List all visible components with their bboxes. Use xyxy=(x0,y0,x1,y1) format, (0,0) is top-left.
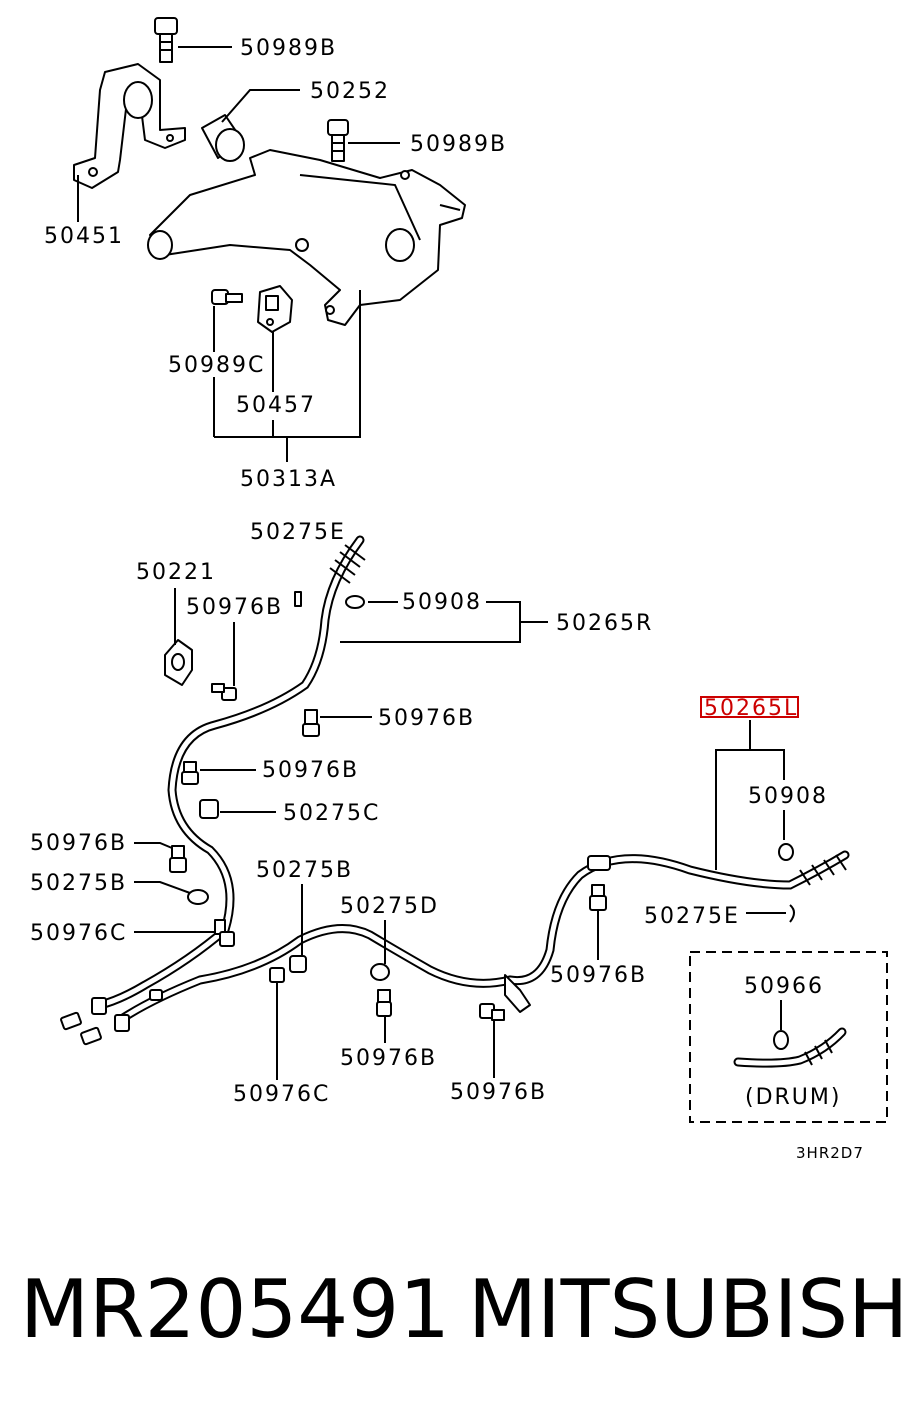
label-50976C: 50976C xyxy=(233,1082,330,1107)
lever-icon xyxy=(147,149,466,326)
lever-assembly xyxy=(73,17,466,462)
label-50275C: 50275C xyxy=(283,801,380,826)
label-50966: 50966 xyxy=(744,974,824,999)
clip-50275B-icon xyxy=(289,955,307,973)
label-50313A: 50313A xyxy=(240,467,337,492)
label-drum: (DRUM) xyxy=(745,1085,841,1110)
bolt-icon xyxy=(269,967,285,983)
label-50989B: 50989B xyxy=(240,36,337,61)
clip-50275E-icon xyxy=(789,904,795,923)
label-50976B: 50976B xyxy=(450,1080,547,1105)
label-50976B: 50976B xyxy=(378,706,475,731)
drum-detail-box xyxy=(689,951,888,1123)
bolt-small-icon xyxy=(211,289,243,305)
label-50275B: 50275B xyxy=(256,858,353,883)
label-50976B: 50976B xyxy=(186,595,283,620)
grommet-50966-icon xyxy=(773,1030,789,1050)
switch-icon xyxy=(257,285,293,333)
label-50265L: 50265L xyxy=(704,696,798,721)
label-50989C: 50989C xyxy=(168,353,265,378)
bolt-icon xyxy=(376,989,392,1017)
bolt-icon xyxy=(589,884,607,911)
clip-50275E-icon xyxy=(294,591,302,607)
bolt-icon xyxy=(214,919,235,947)
diagram-code: 3HR2D7 xyxy=(796,1144,864,1162)
label-50265R: 50265R xyxy=(556,611,653,636)
labels: 50989B 50252 50989B 50451 50989C 50457 5… xyxy=(30,36,864,1162)
label-50221: 50221 xyxy=(136,560,216,585)
label-50976B: 50976B xyxy=(340,1046,437,1071)
label-50908: 50908 xyxy=(402,590,482,615)
clip-50275B-icon xyxy=(187,889,209,905)
bolt-top-icon xyxy=(154,17,178,63)
bolt-mid-icon xyxy=(327,119,349,162)
clip-50275C-icon xyxy=(199,799,219,819)
label-50976B: 50976B xyxy=(30,831,127,856)
label-50989B: 50989B xyxy=(410,132,507,157)
clip-icon xyxy=(587,855,611,871)
bushing-icon xyxy=(201,114,245,162)
bolt-icon xyxy=(181,761,199,785)
label-50275D: 50275D xyxy=(340,894,439,919)
cable-assembly xyxy=(60,535,850,1080)
bolt-icon xyxy=(302,709,320,737)
bolt-icon xyxy=(169,845,187,873)
label-50451: 50451 xyxy=(44,224,124,249)
cable-end-left-icon xyxy=(80,989,163,1046)
clip-50275D-icon xyxy=(370,963,390,981)
grommet-50908-icon xyxy=(778,843,794,861)
label-50252: 50252 xyxy=(310,79,390,104)
brand-name: MITSUBISHI xyxy=(468,1263,909,1356)
label-50976B: 50976B xyxy=(262,758,359,783)
label-50275E: 50275E xyxy=(250,520,346,545)
label-50457: 50457 xyxy=(236,393,316,418)
bracket-icon xyxy=(73,63,186,189)
label-50908: 50908 xyxy=(748,784,828,809)
part-number: MR205491 xyxy=(20,1263,450,1356)
highlight-box xyxy=(700,696,799,718)
label-50976C: 50976C xyxy=(30,921,127,946)
bolt-icon xyxy=(211,683,237,701)
grommet-50908-icon xyxy=(345,595,365,609)
clip-icon xyxy=(504,974,531,1013)
label-50275E: 50275E xyxy=(644,904,740,929)
bolt-icon xyxy=(479,1003,505,1021)
label-50976B: 50976B xyxy=(550,963,647,988)
label-50275B: 50275B xyxy=(30,871,127,896)
bracket-50221-icon xyxy=(164,639,193,686)
cable-end-right-icon xyxy=(60,997,107,1031)
